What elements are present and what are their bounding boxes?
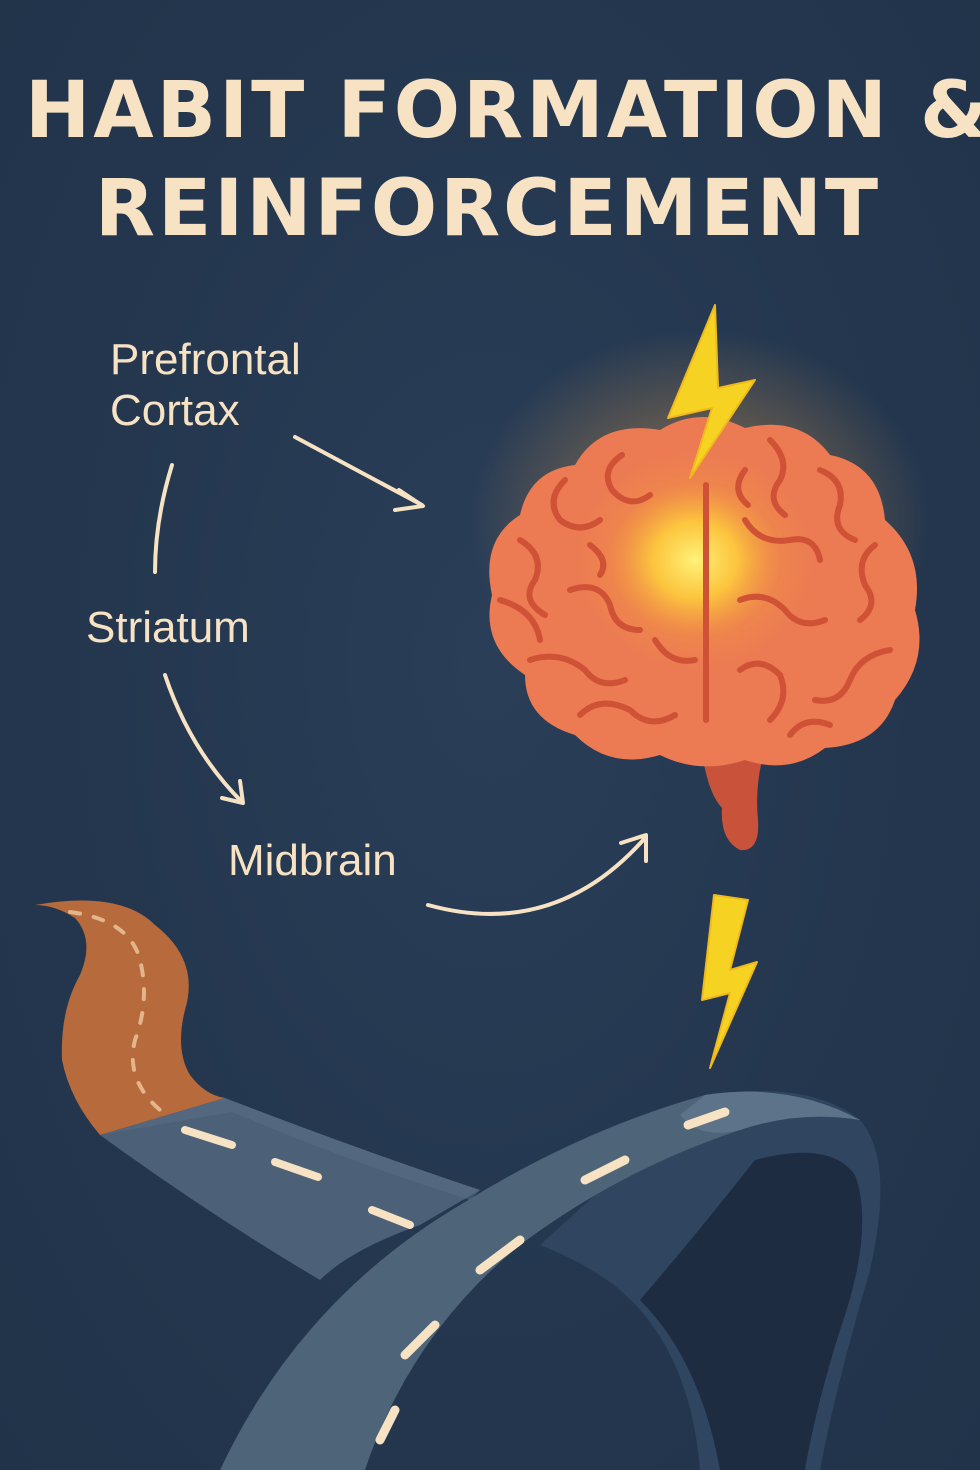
title-line-1: HABIT FORMATION & [24, 66, 980, 156]
brain-folds [497, 437, 893, 738]
arrow-prefrontal-to-brain [293, 435, 424, 507]
label-prefrontal-cortex: Prefrontal Cortax [110, 335, 301, 436]
cycle-arrows [153, 435, 648, 916]
label-striatum: Striatum [86, 603, 250, 652]
connector-prefrontal-striatum [153, 463, 174, 574]
title-line-2: REINFORCEMENT [94, 164, 882, 254]
arrow-striatum-to-midbrain [163, 673, 244, 804]
dirt-path [35, 900, 225, 1135]
road-main [220, 1091, 860, 1470]
road-left [100, 1098, 480, 1280]
label-prefrontal-line-1: Prefrontal [110, 335, 301, 384]
label-prefrontal-line-2: Cortax [110, 385, 240, 435]
arrow-midbrain-to-brain [426, 836, 647, 916]
brain-illustration [489, 416, 920, 851]
label-midbrain: Midbrain [228, 836, 397, 885]
tunnel-arch [540, 1090, 881, 1470]
lightning-bolt-bottom [701, 894, 758, 1069]
lightning-bolt-top [667, 304, 756, 479]
